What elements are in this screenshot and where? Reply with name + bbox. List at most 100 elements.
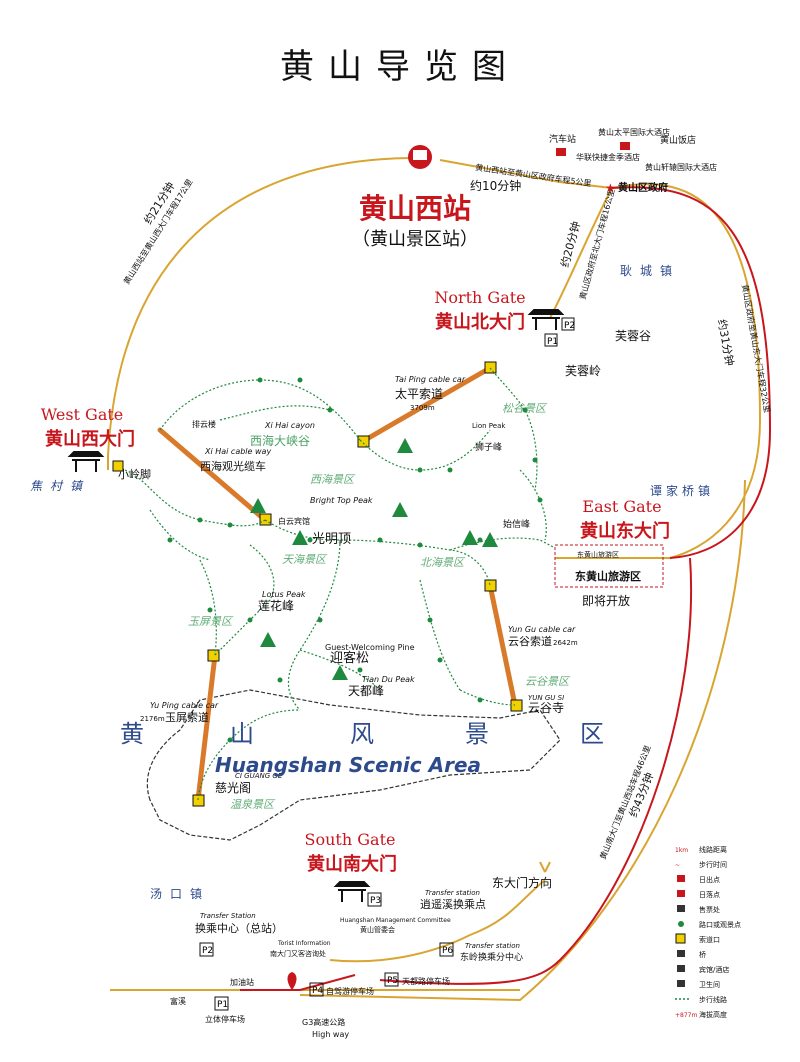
west-station-title: 黄山西站 (359, 192, 471, 225)
legend-label: 日出点 (699, 875, 720, 884)
mgmt-cn: 黄山管委会 (360, 925, 395, 934)
baiyun-label: 白云宾馆 (278, 516, 310, 526)
east-area-label-top: 东黄山旅游区 (577, 550, 619, 559)
tiandu-en: Tian Du Peak (362, 675, 415, 684)
scenic-char-3: 景 (465, 720, 489, 748)
hotel-xuanyuan-label: 黄山轩辕国际大酒店 (645, 162, 717, 172)
legend-item: 售票处 (677, 905, 720, 914)
south-gate-icon (333, 881, 371, 902)
mgmt-en: Huangshan Management Committee (340, 917, 451, 924)
east-area-note: 即将开放 (582, 593, 630, 608)
p2-north (561, 317, 575, 331)
highway-en: High way (312, 1030, 349, 1039)
scenic-area-title: 黄 山 风 景 区 (120, 720, 604, 748)
north-gate[interactable]: North Gate 黄山北大门 P2 P1 (434, 288, 575, 347)
legend-symbol (677, 980, 685, 987)
bus-station-label: 汽车站 (549, 133, 576, 145)
legend-label: 卫生间 (699, 980, 720, 989)
xihai-en: Xi Hai cable way (204, 447, 271, 456)
legend-label: 路口或观景点 (699, 920, 741, 929)
east-gate[interactable]: East Gate 黄山东大门 东黄山旅游区 东黄山旅游区 即将开放 (554, 497, 670, 608)
legend-symbol (677, 905, 685, 912)
shixin-label: 始信峰 (503, 518, 530, 530)
legend-label: 桥 (699, 950, 706, 959)
location-pin-icon (287, 972, 297, 990)
legend-label: 线路距离 (699, 845, 727, 854)
area-xihai: 西海景区 (310, 473, 356, 486)
dongling-label: 东岭换乘分中心 (460, 951, 523, 963)
legend-symbol (677, 965, 685, 972)
cihuange-label: 慈光阁 (215, 780, 251, 795)
town-gengcheng: 耿城镇 (620, 264, 680, 278)
south-gate-en: South Gate (305, 830, 396, 849)
gov-star-icon: ★ (605, 181, 616, 195)
west-station-subtitle: （黄山景区站） (352, 229, 478, 250)
hotel-huangshan-label: 黄山饭店 (660, 134, 696, 146)
yingkesong-label: 迎客松 (330, 650, 369, 666)
lianhua-en: Lotus Peak (262, 590, 306, 599)
time-gov-north: 约20分钟 (557, 220, 583, 269)
train-station-icon (408, 145, 432, 169)
cable-stations (112, 361, 523, 807)
legend-symbol (677, 950, 685, 957)
red-highway (240, 186, 772, 991)
west-gate-cn: 黄山西大门 (45, 428, 135, 450)
west-gate-icon (67, 451, 105, 472)
p4-label: P4 (312, 986, 323, 996)
roads (107, 157, 762, 1002)
south-gate-cn: 黄山南大门 (307, 853, 397, 875)
west-gate[interactable]: West Gate 黄山西大门 小岭脚 (41, 405, 151, 481)
north-gate-icon (527, 309, 565, 330)
legend-label: 宾馆/酒店 (699, 965, 729, 974)
legend-symbol (675, 933, 686, 944)
town-tangkou: 汤口镇 (150, 887, 210, 901)
p5-icon (384, 972, 399, 987)
legend-label: 日落点 (699, 890, 720, 899)
legend-item: 日出点 (677, 875, 720, 884)
hotel-cluster: 汽车站 黄山太平国际大酒店 黄山饭店 华联快捷金季酒店 黄山轩辕国际大酒店 ★ … (549, 127, 717, 195)
yuping-cn: 玉屏索道 (165, 710, 209, 724)
cihuange-en: CI GUANG GE (235, 772, 283, 780)
paiyunlou-label: 排云楼 (192, 419, 216, 429)
p6-label: P6 (442, 946, 453, 956)
tiandu-label: 天都峰 (348, 684, 384, 698)
transfer-main-en: Transfer Station (200, 912, 256, 920)
legend-symbol (678, 921, 684, 927)
north-gate-en: North Gate (434, 288, 525, 307)
south-gate[interactable]: South Gate 黄山南大门 (305, 830, 397, 902)
xihai-cn: 西海观光缆车 (200, 459, 266, 473)
area-wenquan: 温泉景区 (230, 798, 276, 811)
waypoints (167, 377, 543, 743)
furonggu-label: 芙蓉谷 (615, 329, 651, 343)
guangming-en: Bright Top Peak (310, 496, 373, 505)
gas-label: 加油站 (230, 977, 254, 987)
gov-east-desc: 黄山区政府至黄山东大门车程32公里 (740, 284, 772, 414)
legend-symbol (677, 890, 685, 897)
xiaoyao-label: 逍遥溪换乘点 (420, 897, 486, 911)
dongling-en: Transfer station (465, 942, 520, 950)
p6-icon (439, 942, 454, 957)
town-jiaocun: 焦村镇 (30, 479, 90, 493)
xihai-canyon-label: 西海大峡谷 (250, 433, 310, 448)
legend-label: 步行线路 (699, 995, 727, 1004)
area-songgu: 松谷景区 (502, 402, 548, 415)
legend-item: 卫生间 (677, 980, 720, 989)
legend-item: 桥 (677, 950, 706, 959)
yungusi-label: 云谷寺 (528, 701, 564, 715)
time-west-gov: 约10分钟 (470, 178, 521, 193)
p4-icon (309, 982, 324, 997)
yungu-cn: 云谷索道 (508, 634, 552, 648)
legend-item: ~步行时间 (675, 860, 727, 869)
furongling-label: 芙蓉岭 (565, 364, 601, 378)
scenic-char-2: 风 (350, 720, 374, 748)
town-tanjiaqiao: 谭家桥镇 (650, 483, 714, 498)
scenic-char-1: 山 (230, 720, 254, 748)
gov-north-desc: 黄山区政府至北大门车程16公里 (577, 188, 616, 301)
scenic-area-en: Huangshan Scenic Area (215, 753, 481, 777)
cable-lines (157, 365, 518, 803)
map-title: 黄山导览图 (280, 47, 520, 87)
p2-south-icon (199, 942, 214, 957)
